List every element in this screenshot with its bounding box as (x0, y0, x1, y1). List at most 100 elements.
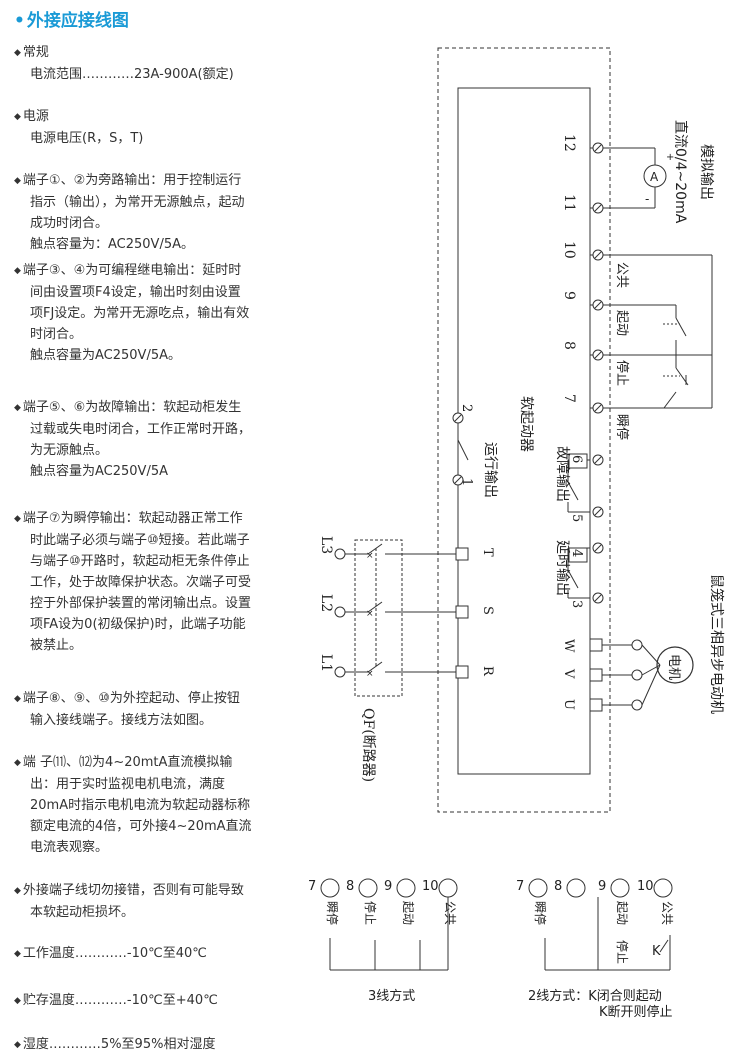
section-heading: 端子⑧、⑨、⑩为外控起动、停止按钮 (14, 688, 304, 710)
spec-section: 端子⑦为瞬停输出：软起动器正常工作时此端子必须与端子⑩短接。若此端子与端子⑩开路… (14, 508, 304, 656)
section-line: 被禁止。 (30, 638, 83, 653)
motor-terminal-label: U (561, 699, 576, 710)
stop-label: 停止 (614, 360, 630, 386)
section-heading: 湿度…………5%至95%相对湿度 (14, 1034, 304, 1056)
terminal-number: 2 (459, 404, 474, 412)
section-line: 本软起动柜损坏。 (30, 905, 135, 920)
section-heading: 电源 (14, 106, 304, 128)
motor-terminals: WVU (561, 638, 661, 712)
terminal-screw (592, 402, 604, 414)
section-heading: 端子③、④为可编程继电输出：延时时 (14, 260, 304, 282)
phase-terminal-label: R (480, 666, 495, 677)
motor-desc-label: 鼠笼式三相异步电动机 (708, 574, 725, 714)
terminal-circle (320, 878, 340, 898)
terminal-number: 11 (561, 194, 577, 212)
section-line: 间由设置项F4设定，输出时刻由设置 (30, 285, 241, 300)
section-line: 成功时闭合。 (30, 216, 109, 231)
motor-terminal-label: W (561, 639, 576, 653)
section-heading: 外接端子线切勿接错，否则有可能导致 (14, 880, 304, 902)
common-label: 公共 (614, 262, 629, 288)
contact-label: 公共 (660, 901, 674, 925)
contact-label: 瞬停 (533, 901, 548, 925)
two-wire-caption: 2线方式：K闭合则起动 (528, 988, 662, 1004)
terminal-number: 8 (554, 879, 562, 894)
k-switch-label: K (652, 944, 661, 959)
section-line: 过载或失电时闭合，工作正常时开路， (30, 422, 252, 437)
breaker-box (354, 539, 403, 697)
contact-label: 停止 (363, 901, 378, 925)
terminal-number: 9 (384, 879, 392, 894)
terminal-screw (592, 142, 604, 154)
terminal-screw (592, 249, 604, 261)
terminal-number: 10 (561, 241, 577, 259)
terminal-number: 1 (459, 478, 474, 486)
terminal-number: 10 (422, 879, 439, 894)
fault-output-label: 故障输出 (554, 446, 570, 502)
section-line: 项FA设为0(初级保护)时，此端子功能 (30, 617, 246, 632)
terminal-number: 7 (561, 394, 577, 403)
terminal-circle (396, 878, 416, 898)
terminal-number: 7 (516, 879, 524, 894)
phase-inputs: L3×TL2×SL1×R (318, 536, 495, 679)
terminal-number: 12 (561, 134, 577, 152)
terminal-circle (610, 878, 630, 898)
terminal-number: 9 (561, 291, 577, 300)
contact-label: 公共 (443, 901, 457, 925)
phase-terminal-label: T (480, 548, 495, 557)
line-in-label: L3 (318, 536, 334, 554)
section-line: 输入接线端子。接线方法如图。 (30, 713, 213, 728)
delay-output-label: 延时输出 (554, 540, 570, 596)
spec-section: 贮存温度…………-10℃至+40℃ (14, 990, 304, 1012)
ammeter-minus: - (645, 192, 649, 206)
terminal-screw (592, 454, 604, 466)
terminal-screw (592, 592, 604, 604)
section-line: 电源电压(R，S，T) (30, 131, 144, 146)
section-line: 工作，处于故障保护状态。次端子可受 (30, 575, 252, 590)
section-line: 额定电流的4倍，可外接4~20mA直流 (30, 819, 252, 834)
section-heading: 端子⑦为瞬停输出：软起动器正常工作 (14, 508, 304, 530)
terminal-circle (528, 878, 548, 898)
terminal-screw (592, 542, 604, 554)
ammeter-plus: + (666, 152, 674, 163)
ammeter-icon (643, 164, 667, 188)
three-wire-caption: 3线方式 (368, 988, 415, 1004)
section-heading: 端子⑤、⑥为故障输出：软起动柜发生 (14, 397, 304, 419)
section-heading: 端 子⑾、⑿为4~20mtA直流模拟输 (14, 752, 304, 774)
terminal-screw (592, 349, 604, 361)
section-heading: 工作温度…………-10℃至40℃ (14, 943, 304, 965)
contact-label: 瞬停 (325, 901, 340, 925)
terminal-circle (438, 878, 458, 898)
section-line: 时此端子必须与端子⑩短接。若此端子 (30, 533, 250, 548)
section-line: 20mA时指示电机电流为软起动器标称 (30, 798, 251, 813)
terminal-number: 6 (569, 455, 584, 463)
section-line: 为无源触点。 (30, 443, 109, 458)
line-in-label: L1 (318, 654, 334, 672)
section-line: 触点容量为：AC250V/5A。 (30, 237, 194, 252)
terminal-screw (592, 506, 604, 518)
svg-text:×: × (366, 551, 374, 561)
title-text: 外接应接线图 (26, 11, 129, 31)
section-line: 时闭合。 (30, 327, 83, 342)
analog-label: 直流0/4~20mA (672, 120, 689, 224)
terminal-screw (452, 412, 464, 424)
terminal-number: 8 (346, 879, 354, 894)
cabinet-outline (437, 47, 611, 813)
spec-section: 端 子⑾、⑿为4~20mtA直流模拟输出：用于实时监视电机电流，满度20mA时指… (14, 752, 304, 858)
spec-section: 端子①、②为旁路输出：用于控制运行指示（输出），为常开无源触点，起动成功时闭合。… (14, 170, 304, 255)
spec-section: 湿度…………5%至95%相对湿度 (14, 1034, 304, 1056)
section-heading: 常规 (14, 42, 304, 64)
run-output-label: 运行输出 (482, 442, 498, 498)
contact-label: 起动 (615, 901, 629, 925)
contact-label: 停止 (615, 940, 630, 964)
terminal-circle (653, 878, 673, 898)
